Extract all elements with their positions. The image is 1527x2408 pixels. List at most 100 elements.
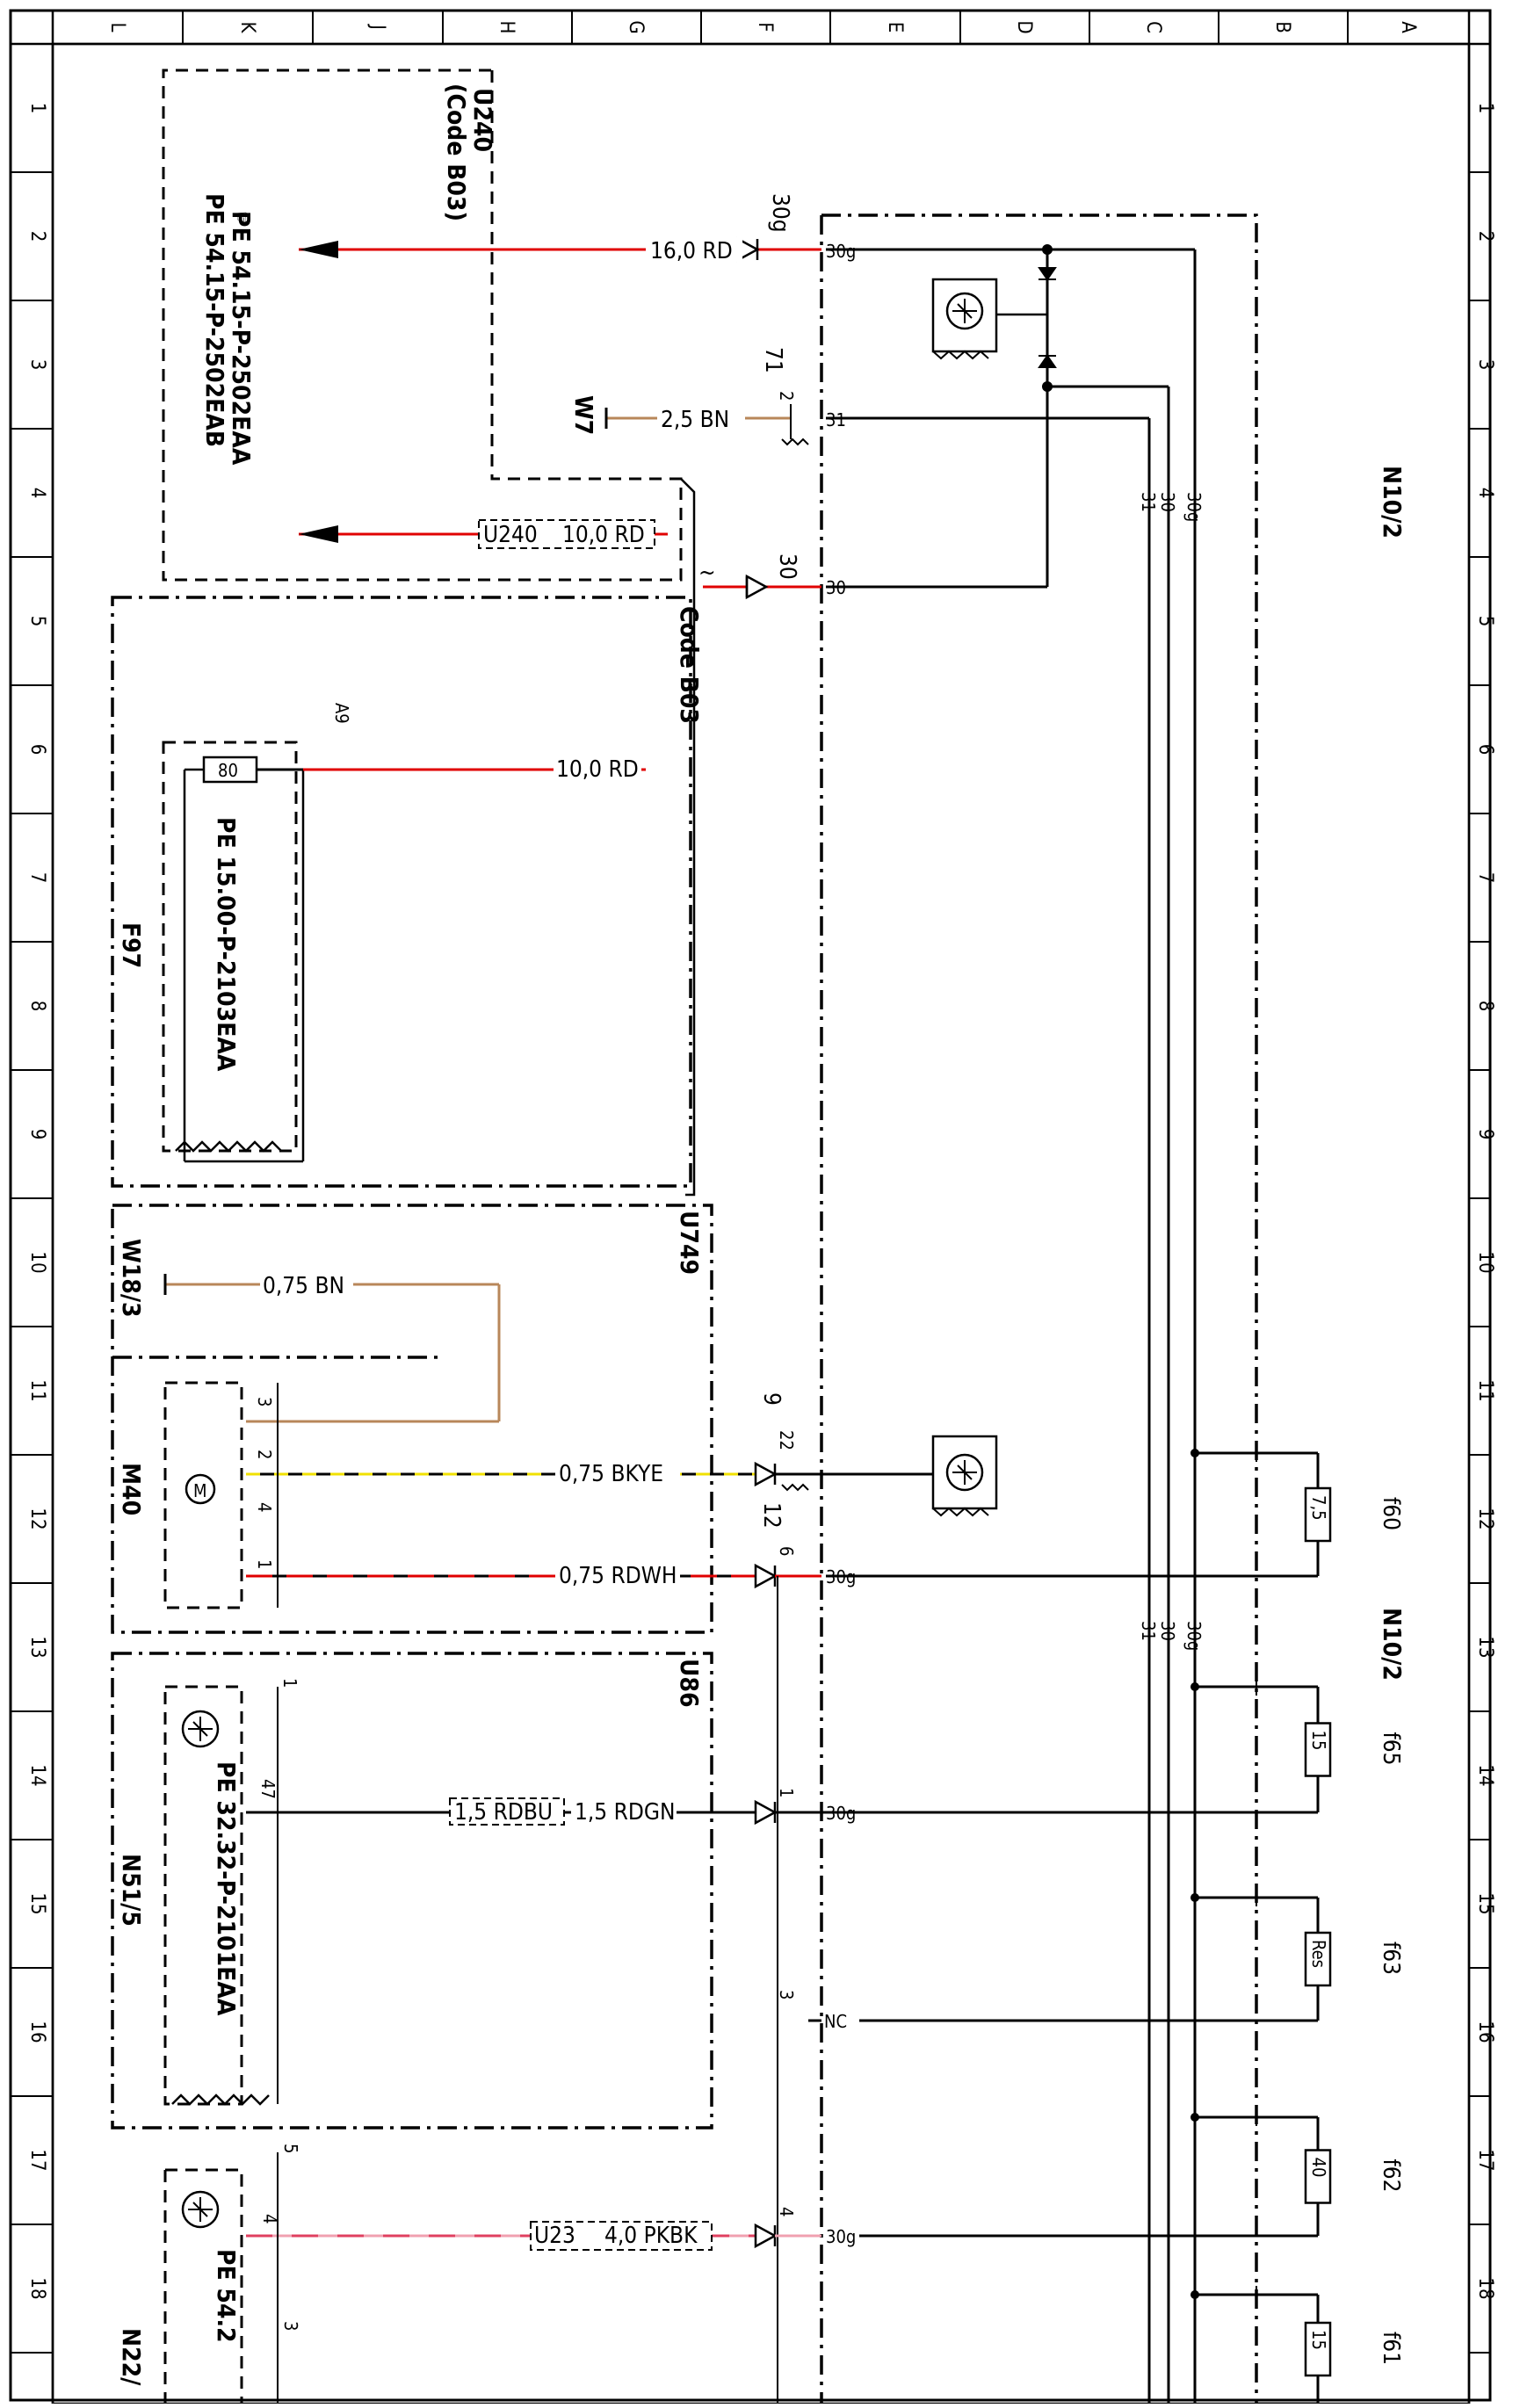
svg-text:80: 80: [218, 760, 238, 781]
row-number: 5: [1474, 616, 1496, 627]
transistor-icon: [931, 1435, 998, 1517]
svg-text:NC: NC: [824, 2011, 847, 2032]
svg-text:U23: U23: [534, 2223, 575, 2249]
row-number: 1: [26, 103, 48, 114]
svg-text:31: 31: [1138, 492, 1159, 512]
fuse-f60: 7,5 f60: [1190, 1444, 1404, 1578]
u749-label: U749: [675, 1211, 704, 1275]
col-letter: K: [236, 22, 258, 34]
svg-text:30: 30: [826, 577, 846, 598]
svg-text:3: 3: [280, 2321, 301, 2331]
svg-text:6: 6: [776, 1546, 797, 1556]
pe-ref: PE 54.15-P-2502EAA: [227, 211, 256, 466]
m40-pins: 3 2 4 1: [254, 1397, 275, 1569]
row-number: 13: [26, 1636, 48, 1658]
svg-text:3: 3: [776, 1990, 797, 1999]
svg-text:1: 1: [254, 1559, 275, 1569]
svg-text:22: 22: [776, 1430, 797, 1450]
svg-text:47: 47: [257, 1779, 279, 1799]
row-number: 6: [26, 744, 48, 756]
svg-text:U240: U240: [483, 522, 538, 548]
svg-text:30g: 30g: [767, 193, 793, 233]
wire-1-5-rdgn: 1,5 RDBU 1,5 RDGN 1 30g: [246, 1788, 1256, 1826]
n10-2-label: N10/2: [1378, 1608, 1407, 1681]
svg-text:2: 2: [254, 1450, 275, 1459]
n22-label: N22/: [117, 2328, 146, 2386]
svg-text:2: 2: [776, 391, 797, 401]
fuse-rating: 40: [1308, 2158, 1329, 2178]
transistor-icon: [931, 278, 1047, 360]
fuse-name: f60: [1378, 1497, 1404, 1530]
wire-0-75-bkye: 0,75 BKYE 9 22: [246, 1392, 933, 1492]
row-number: 8: [26, 1001, 48, 1012]
row-number: 18: [1474, 2277, 1496, 2299]
u240-title: U240: [468, 88, 497, 152]
svg-text:71: 71: [760, 347, 786, 373]
row-number: 13: [1474, 1636, 1496, 1658]
n51-5-label: N51/5: [117, 1854, 146, 1927]
row-number: 2: [26, 231, 48, 242]
nc-line: 3 NC: [776, 1990, 1256, 2032]
row-number: 5: [26, 616, 48, 627]
fuse-f65: 15 f65: [1190, 1678, 1404, 1814]
row-number: 4: [26, 488, 48, 499]
wire-u240-10-rd: U240 10,0 RD: [299, 519, 668, 549]
col-letter: D: [1013, 20, 1035, 33]
col-letter: F: [754, 22, 776, 32]
w7-label: W7: [569, 395, 598, 435]
svg-text:30g: 30g: [826, 2226, 856, 2247]
row-number: 7: [26, 872, 48, 884]
col-letter: G: [625, 20, 647, 33]
wire-16-rd: 16,0 RD 30g 30g: [299, 193, 856, 264]
svg-text:1: 1: [279, 1678, 300, 1688]
svg-text:5: 5: [280, 2144, 301, 2153]
row-number: 8: [1474, 1001, 1496, 1012]
wire-label: 2,5 BN: [661, 407, 729, 433]
row-number: 11: [1474, 1379, 1496, 1401]
fuse-rating: 15: [1308, 1731, 1329, 1751]
svg-text:9: 9: [758, 1392, 785, 1406]
row-number: 9: [1474, 1129, 1496, 1140]
fuse-rating: 7,5: [1308, 1495, 1329, 1521]
wire-label: 4,0 PKBK: [604, 2223, 698, 2249]
break-symbol: ~: [698, 560, 716, 586]
pe-ref: PE 15.00-P-2103EAA: [212, 817, 241, 1072]
col-letter: C: [1142, 21, 1164, 33]
code-b03-box: [111, 478, 696, 1197]
row-number: 15: [1474, 1892, 1496, 1914]
fuse-rating: Res: [1308, 1940, 1329, 1968]
u240-code: (Code B03): [442, 83, 471, 221]
n10-2-box: [820, 213, 1258, 2404]
fuse-name: f65: [1378, 1732, 1404, 1766]
wire-label: 10,0 RD: [562, 522, 645, 548]
wire-0-75-bn: 0,75 BN: [163, 1272, 501, 1423]
row-number: 2: [1474, 231, 1496, 242]
svg-text:30g: 30g: [1183, 1621, 1205, 1651]
fuse-name: f63: [1378, 1942, 1404, 1975]
svg-text:31: 31: [826, 409, 846, 430]
svg-text:30: 30: [774, 553, 800, 580]
svg-text:12: 12: [758, 1502, 785, 1529]
m40-label: M40: [117, 1463, 146, 1515]
row-number: 14: [26, 1764, 48, 1786]
svg-text:30: 30: [1157, 492, 1178, 512]
row-number: 17: [26, 2149, 48, 2171]
svg-text:A9: A9: [331, 703, 352, 724]
wire-2-5-bn: 2,5 BN W7 71 2 31: [569, 347, 846, 446]
row-number: 17: [1474, 2149, 1496, 2171]
n10-2-label: N10/2: [1378, 466, 1407, 539]
row-number: 12: [1474, 1508, 1496, 1529]
pe-ref: PE 32.32-P-2101EAA: [212, 1761, 241, 2016]
w18-3-label: W18/3: [117, 1239, 146, 1318]
fuse-name: f62: [1378, 2159, 1404, 2193]
row-number: 7: [1474, 872, 1496, 884]
wire-label: 0,75 BKYE: [559, 1461, 663, 1487]
svg-text:31: 31: [1138, 1621, 1159, 1641]
u749-box: [111, 1204, 713, 1634]
n22-box: [163, 2168, 243, 2404]
fuse-f62: 40 f62: [1190, 2108, 1404, 2238]
row-number: 12: [26, 1508, 48, 1529]
